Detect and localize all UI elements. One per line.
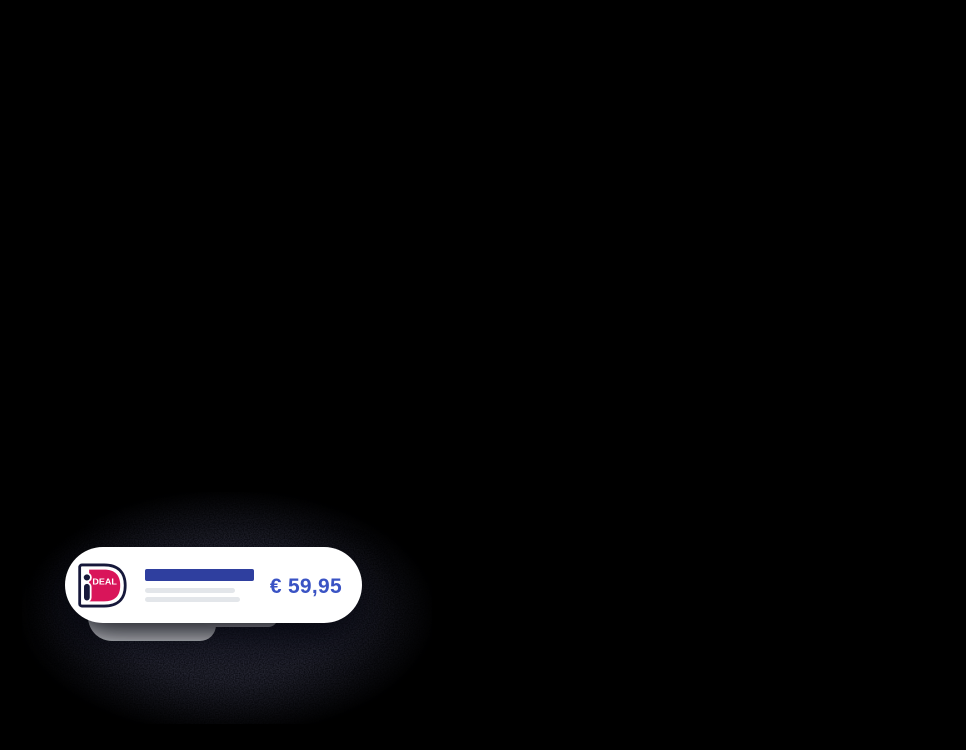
ideal-payment-card[interactable]: DEAL € 59,95: [65, 547, 362, 623]
ideal-logo-deal-text: DEAL: [92, 576, 116, 586]
skeleton-line-primary: [145, 568, 254, 581]
payment-description-skeleton: [145, 568, 254, 602]
ideal-logo-icon: DEAL: [78, 563, 128, 608]
payment-amount: € 59,95: [269, 574, 342, 598]
skeleton-line-secondary-1: [145, 587, 235, 593]
skeleton-line-secondary-2: [145, 596, 240, 602]
